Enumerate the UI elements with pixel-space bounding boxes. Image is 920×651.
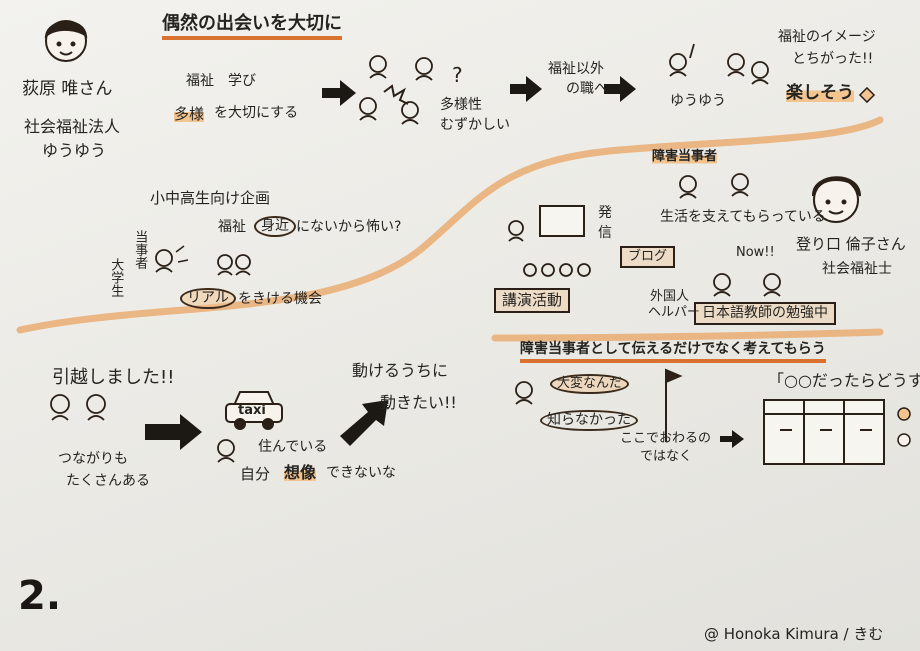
self-label: 自分 [240,465,271,483]
real-suffix: をきける機会 [238,291,322,307]
study-label: 福祉 学び [186,73,256,89]
face-woman-curly-hair-icon [811,176,861,223]
taxi-car-icon [225,391,283,430]
imagine-word: 想像 [284,463,317,482]
act-line-1: 動けるうちに [352,361,449,380]
outside-job-line-1: 福祉以外 [548,61,604,77]
didnt-know-bubble: 知らなかった [540,410,638,432]
lecture-label: 講演活動 [494,288,571,313]
what-would-you-do: 「○○だったらどうする?」 [768,371,920,390]
spark-icon [383,84,409,105]
fear-word: 身近 [254,216,296,238]
moved-label: 引越しました!! [52,367,175,388]
role-label-1: 当事者 [132,230,148,269]
difficulty-line-2: むずかしい [440,117,510,133]
image-line-1: 福祉のイメージ [778,29,876,45]
transmit-line-2: 信 [598,225,612,241]
arrow-right-icon [145,76,744,450]
stick-figure-icon [401,101,419,125]
cannot-imagine-label: できないな [326,465,396,481]
diversity-suffix: を大切にする [214,105,299,121]
question-mark-icon: ? [452,63,463,87]
now-label: Now!! [736,245,775,260]
stick-figure-icon [679,175,697,199]
project-label: 小中高生向け企画 [150,189,271,207]
org-line-2: ゆうゆう [42,141,107,160]
stick-figure-icon [763,273,781,297]
face-woman-short-hair-icon [44,20,88,62]
fun-label: 楽しそう [786,83,854,103]
credit-label: @ Honoka Kimura / きむ [704,625,884,643]
yuyu-label: ゆうゆう [670,93,726,109]
stick-figure-icon [369,55,387,79]
person-name: 荻原 唯さん [22,79,113,99]
stick-figure-icon [515,381,533,405]
table-sketch [763,399,885,465]
disabled-person-label: 障害当事者 [652,149,718,165]
stick-figure-icon [217,254,233,276]
stick-figure-icon [508,220,524,242]
person2-org: 社会福祉士 [822,261,892,277]
connections-line-1: つながりも [58,451,128,467]
support-label: 生活を支えてもらっている [660,209,826,225]
difficulty-line-1: 多様性 [440,97,482,113]
whiteboard-icon [539,205,585,237]
flag-icon [665,368,683,442]
stick-figure-icon [86,394,106,421]
hard-bubble: 大変なんだ [550,374,630,395]
stick-figure-icon [669,43,695,77]
divider-line-lower [491,328,884,342]
diversity-word: 多様 [174,105,205,123]
not-end-line-1: ここでおわるの [620,431,712,446]
role-label-2: 大学生 [108,258,124,297]
diamond-icon [858,86,876,104]
transmit-line-1: 発 [598,205,612,221]
fear-suffix: にないから怖い? [296,219,402,235]
living-label: 住んでいる [258,439,328,455]
image-line-2: とちがった!! [792,51,874,67]
stick-figure-icon [359,97,377,121]
taxi-label: taxi [238,403,266,418]
stick-figure-icon [727,53,745,77]
not-end-line-2: ではなく [640,449,693,464]
stick-figure-icon [235,254,251,276]
stick-figure-icon [217,439,235,463]
page-number: 2. [18,573,62,619]
stick-figure-icon [155,249,173,273]
stick-figure-icon [50,394,70,421]
section-heading: 偶然の出会いを大切に [162,14,342,40]
fear-prefix: 福祉 [218,219,246,235]
foreign-line-2: ヘルパー [648,305,701,320]
stick-figure-icon [415,57,433,81]
japanese-teacher-label: 日本語教師の勉強中 [694,302,836,326]
lightbulb-icon [897,407,911,447]
stick-figure-icon [523,263,591,277]
person2-name: 登り口 倫子さん [796,235,906,253]
foreign-line-1: 外国人 [650,289,690,304]
stick-figure-icon [731,173,749,197]
act-line-2: 動きたい!! [380,393,457,412]
real-word: リアル [180,288,236,310]
org-line-1: 社会福祉法人 [24,117,121,136]
stick-figure-icon [751,61,769,85]
outside-job-line-2: の職へ [566,81,608,97]
blog-label: ブログ [620,246,676,269]
think-heading: 障害当事者として伝えるだけでなく考えてもらう [520,341,826,364]
stick-figure-icon [713,273,731,297]
connections-line-2: たくさんある [66,473,150,489]
